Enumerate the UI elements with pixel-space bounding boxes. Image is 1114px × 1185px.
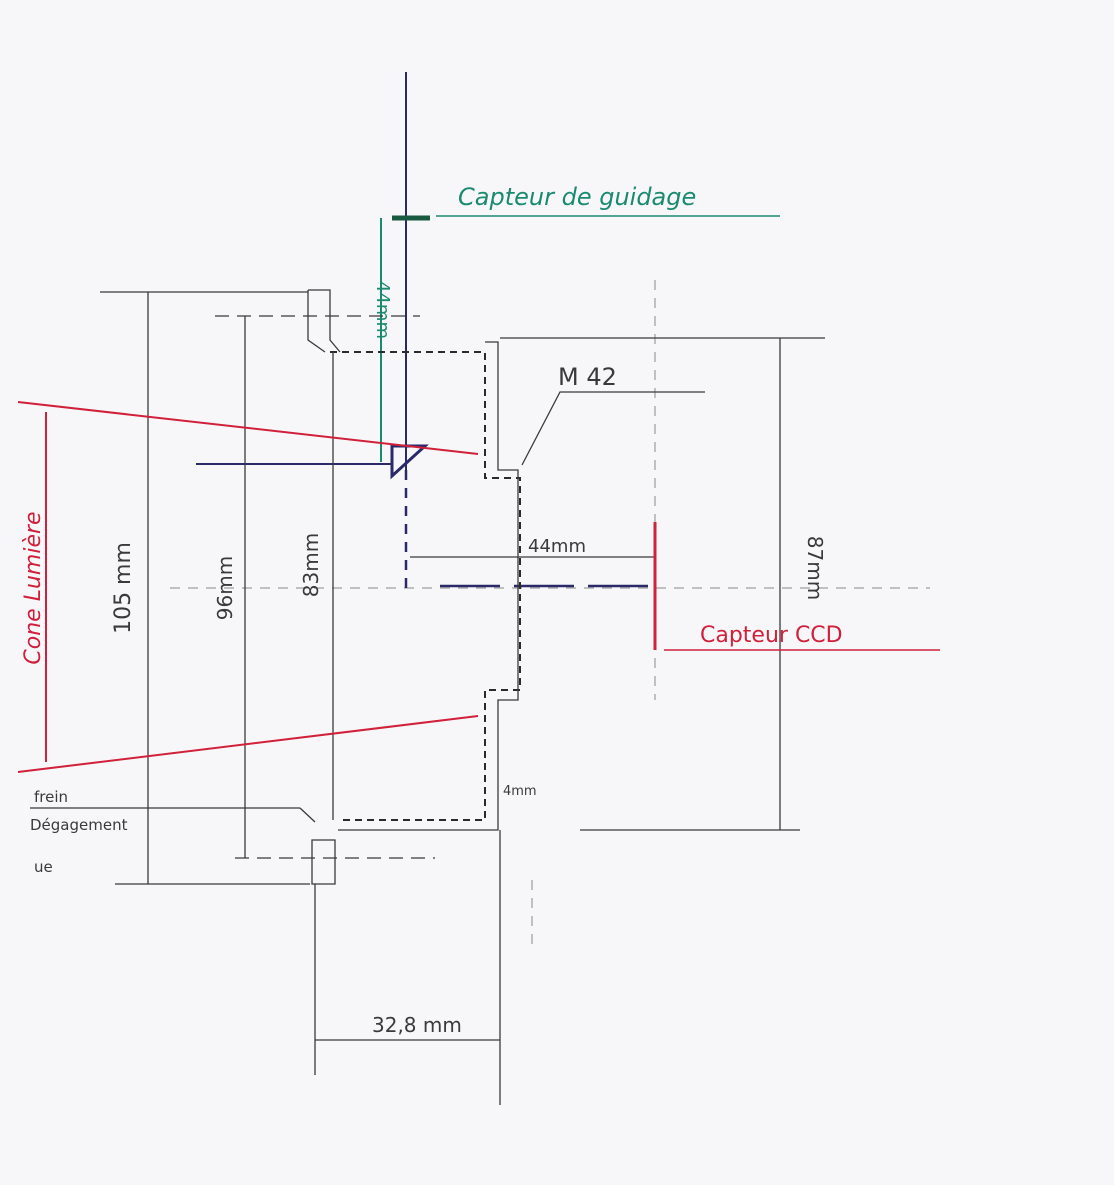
guide-distance-label: 44mm: [372, 281, 393, 339]
thread-label: M 42: [558, 363, 617, 391]
flange-bottom: [311, 839, 336, 885]
thread-length-label: 4mm: [503, 784, 537, 799]
adapter-body: [330, 351, 521, 821]
guide-sensor-label: Capteur de guidage: [458, 183, 696, 211]
diameter-83-label: 83mm: [299, 533, 323, 597]
light-cone-label: Cone Lumière: [21, 511, 46, 664]
view-label: ue: [34, 858, 53, 876]
height-87-label: 87mm: [803, 536, 827, 600]
diameter-96-label: 96mm: [213, 556, 237, 620]
diameter-105-label: 105 mm: [111, 542, 136, 634]
thread-leader: [521, 391, 705, 466]
ccd-sensor-label: Capteur CCD: [700, 623, 843, 648]
flange-top: [307, 289, 341, 353]
ccd-distance-label: 44mm: [528, 536, 586, 557]
brake-pointer: [299, 807, 316, 823]
prism-icon: [390, 444, 429, 480]
clearance-label: Dégagement: [30, 816, 128, 834]
light-cone-bottom: [17, 715, 479, 773]
width-32-8-label: 32,8 mm: [372, 1013, 462, 1037]
light-cone-top: [17, 401, 479, 455]
brake-label: frein: [34, 788, 68, 806]
adapter-outline: [338, 341, 519, 831]
